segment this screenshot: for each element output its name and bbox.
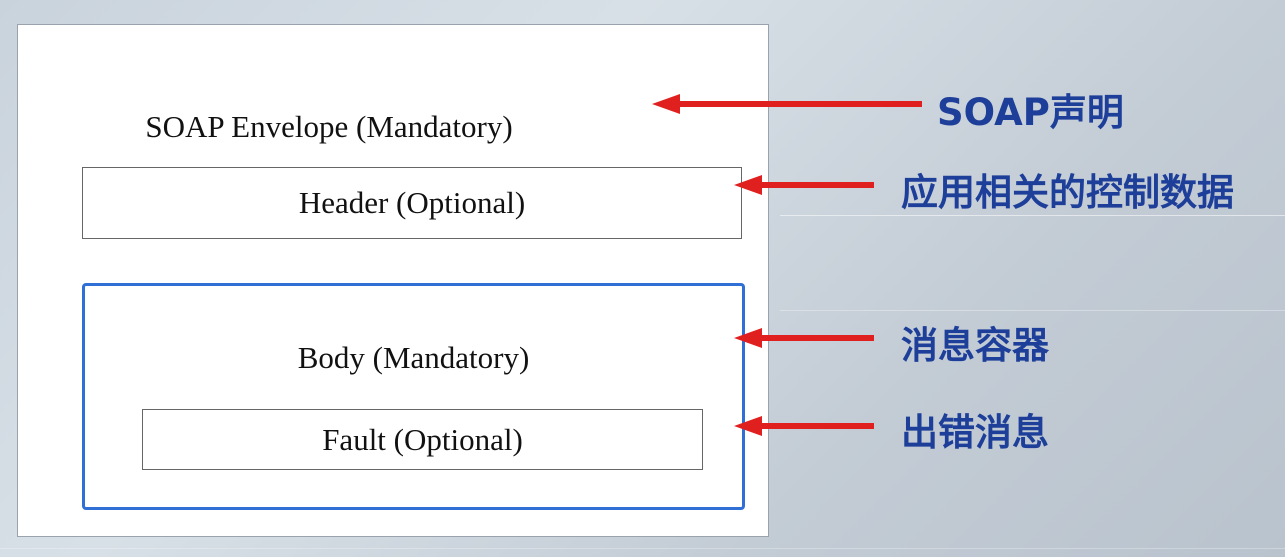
background-line xyxy=(0,548,1285,549)
envelope-annotation: SOAP声明 xyxy=(937,91,1124,134)
arrow-shaft xyxy=(758,335,874,341)
arrow-shaft xyxy=(758,423,874,429)
fault-box: Fault (Optional) xyxy=(142,409,703,470)
header-arrow xyxy=(734,175,874,195)
arrow-head xyxy=(652,94,680,114)
background-line xyxy=(780,215,1285,216)
header-box: Header (Optional) xyxy=(82,167,742,239)
header-annotation: 应用相关的控制数据 xyxy=(901,171,1234,214)
arrow-shaft xyxy=(676,101,922,107)
fault-arrow xyxy=(734,416,874,436)
background-line xyxy=(780,310,1285,311)
fault-annotation: 出错消息 xyxy=(901,411,1049,454)
fault-label: Fault (Optional) xyxy=(322,421,523,457)
body-box: Body (Mandatory) Fault (Optional) xyxy=(82,283,745,510)
arrow-head xyxy=(734,416,762,436)
arrow-shaft xyxy=(758,182,874,188)
header-label: Header (Optional) xyxy=(298,185,526,220)
arrow-head xyxy=(734,175,762,195)
envelope-arrow xyxy=(652,94,922,114)
body-annotation: 消息容器 xyxy=(901,324,1049,367)
soap-envelope-box: SOAP Envelope (Mandatory) Header (Option… xyxy=(17,24,769,537)
body-arrow xyxy=(734,328,874,348)
envelope-label: SOAP Envelope (Mandatory) xyxy=(145,109,513,144)
arrow-head xyxy=(734,328,762,348)
body-label: Body (Mandatory) xyxy=(297,340,530,375)
